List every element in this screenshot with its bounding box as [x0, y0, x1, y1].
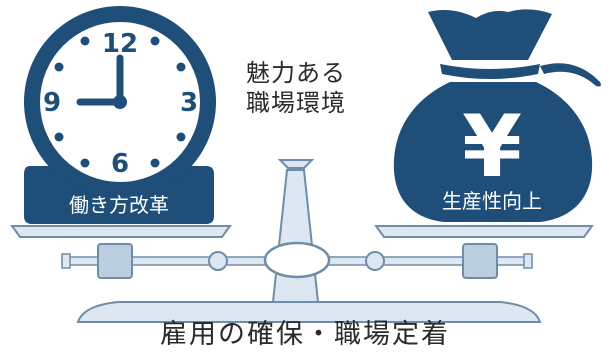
clock-number-9: 9 [43, 88, 61, 118]
pan-block-right [462, 243, 498, 279]
clock-number-3: 3 [180, 88, 198, 118]
pivot-left [208, 251, 228, 271]
scale-pillar [271, 169, 320, 303]
left-item-label: 働き方改革 [69, 193, 169, 217]
beam-end-right [523, 253, 533, 269]
yen-icon: ¥ [462, 97, 522, 197]
balance-scale [10, 159, 594, 323]
money-bag-icon: ¥ 生産性向上 [393, 9, 601, 222]
pan-right [374, 225, 594, 238]
beam-end-left [61, 253, 71, 269]
center-caption-line2: 職場環境 [246, 89, 346, 117]
bottom-caption: 雇用の確保・職場定着 [160, 319, 450, 350]
scale-finial [277, 159, 315, 169]
center-caption-line1: 魅力ある [246, 59, 346, 87]
clock-icon: 12 3 6 9 働き方改革 [24, 6, 216, 224]
money-bag-tie [440, 64, 540, 79]
clock-number-6: 6 [111, 149, 129, 179]
pan-left [10, 225, 232, 238]
money-bag-body [393, 82, 593, 222]
money-bag-string [540, 63, 601, 87]
scale-base [76, 301, 542, 323]
clock-center [113, 95, 127, 109]
clock-hour-dots [54, 36, 186, 168]
pivot-right [365, 251, 385, 271]
money-bag-top [428, 9, 552, 60]
pivot-center [263, 241, 331, 279]
clock-number-12: 12 [102, 29, 138, 59]
center-caption: 魅力ある 職場環境 [236, 58, 356, 118]
right-item-label: 生産性向上 [442, 189, 542, 213]
pan-block-left [97, 243, 133, 279]
